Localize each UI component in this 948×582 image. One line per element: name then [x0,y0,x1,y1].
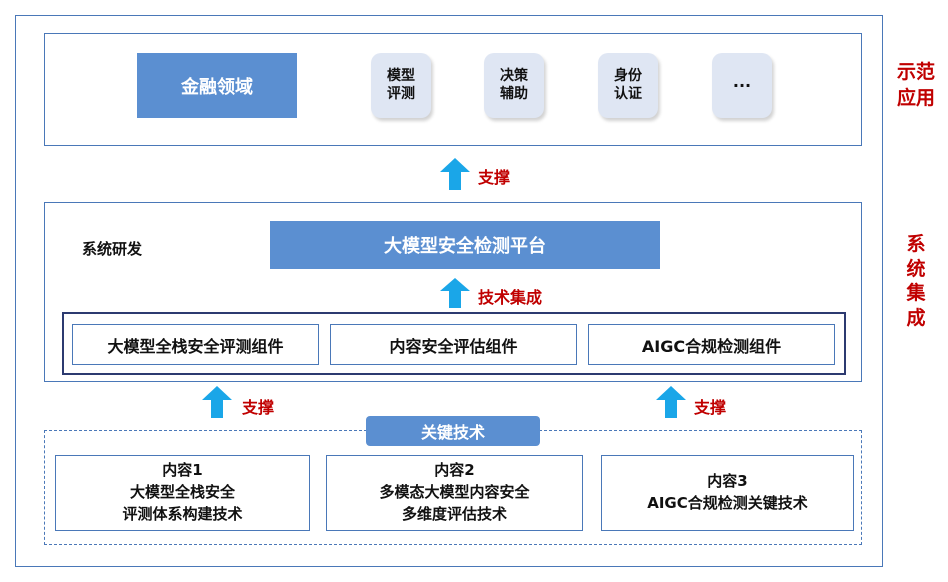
component-fullstack-eval: 大模型全栈安全评测组件 [72,324,319,365]
content-2-box: 内容2 多模态大模型内容安全 多维度评估技术 [326,455,583,531]
content-3-title: 内容3 [707,472,748,491]
side-label-demo-app: 示范 应用 [896,61,935,109]
content-1-box: 内容1 大模型全栈安全 评测体系构建技术 [55,455,310,531]
platform-box: 大模型安全检测平台 [270,221,660,269]
outer-frame [15,15,883,567]
chip-more: ··· [712,53,772,118]
chip-identity-auth: 身份 认证 [598,53,658,118]
content-3-box: 内容3 AIGC合规检测关键技术 [601,455,854,531]
tech-integration-label: 技术集成 [478,288,543,307]
up-arrow-icon [656,386,686,418]
chip-decision-support: 决策 辅助 [484,53,544,118]
content-3-body: AIGC合规检测关键技术 [647,494,808,512]
content-1-body: 大模型全栈安全 评测体系构建技术 [122,483,243,523]
support-label-right: 支撑 [694,398,727,417]
key-tech-label: 关键技术 [366,416,540,446]
component-aigc-compliance: AIGC合规检测组件 [588,324,835,365]
up-arrow-icon [202,386,232,418]
components-group [62,312,846,375]
up-arrow-icon [440,158,470,190]
component-content-safety: 内容安全评估组件 [330,324,577,365]
system-dev-label: 系统研发 [82,240,143,258]
content-2-title: 内容2 [434,461,475,480]
content-2-body: 多模态大模型内容安全 多维度评估技术 [379,483,530,523]
support-label-left: 支撑 [242,398,275,417]
content-1-title: 内容1 [162,461,203,480]
side-label-system-integration: 系 统 集 成 [906,233,926,330]
support-label-top: 支撑 [478,168,511,187]
chip-model-eval: 模型 评测 [371,53,431,118]
up-arrow-icon [440,278,470,308]
finance-domain-box: 金融领域 [137,53,297,118]
